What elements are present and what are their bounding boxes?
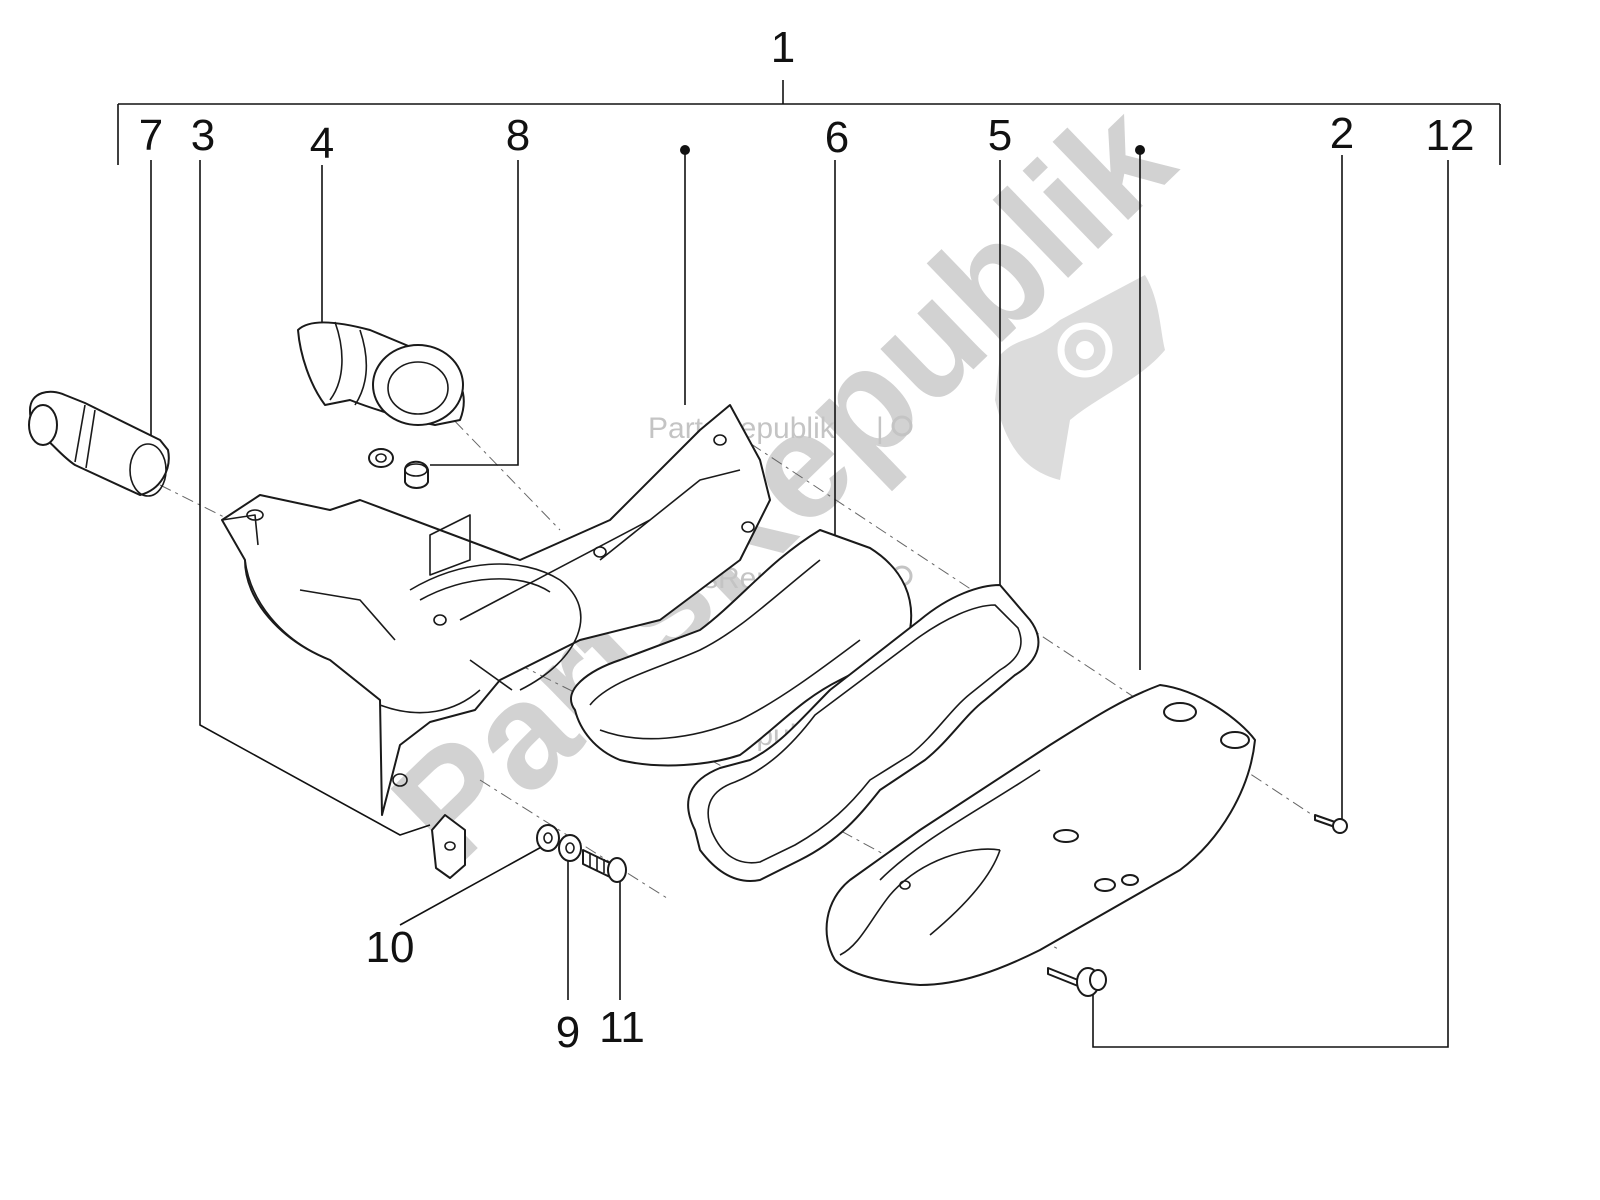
watermark-separator: | [876, 412, 884, 445]
callout-3: 3 [191, 111, 215, 160]
assembly-bracket [117, 80, 1501, 165]
callout-11: 11 [599, 1003, 645, 1052]
callout-7: 7 [139, 111, 163, 160]
part-9-washer [558, 834, 582, 862]
callout-1: 1 [771, 23, 795, 72]
part-12-fastener [1047, 967, 1107, 997]
part-8-washer [368, 448, 429, 489]
callout-8: 8 [506, 111, 530, 160]
part-7-intake-hose [28, 390, 170, 497]
callout-6: 6 [825, 113, 849, 162]
part-5-gasket [687, 584, 1040, 882]
watermark-gear-icon [995, 275, 1165, 480]
callout-9: 9 [556, 1008, 580, 1057]
part-11-bolt [582, 849, 627, 883]
callout-12: 12 [1426, 111, 1475, 160]
part-10-washer [536, 824, 560, 852]
callout-2: 2 [1330, 109, 1354, 158]
part-2-screw [1314, 814, 1348, 834]
leader-lines [150, 145, 1449, 1048]
part-4-connector-sleeve [297, 321, 465, 426]
callout-4: 4 [310, 119, 334, 168]
part-3-air-box [221, 404, 771, 879]
callout-labels: 1 7 3 4 8 6 5 2 12 10 9 11 [139, 23, 1475, 1057]
callout-5: 5 [988, 111, 1012, 160]
part-filter-cover [825, 684, 1256, 986]
callout-10: 10 [366, 923, 415, 972]
watermark-gear-icon [891, 415, 913, 437]
